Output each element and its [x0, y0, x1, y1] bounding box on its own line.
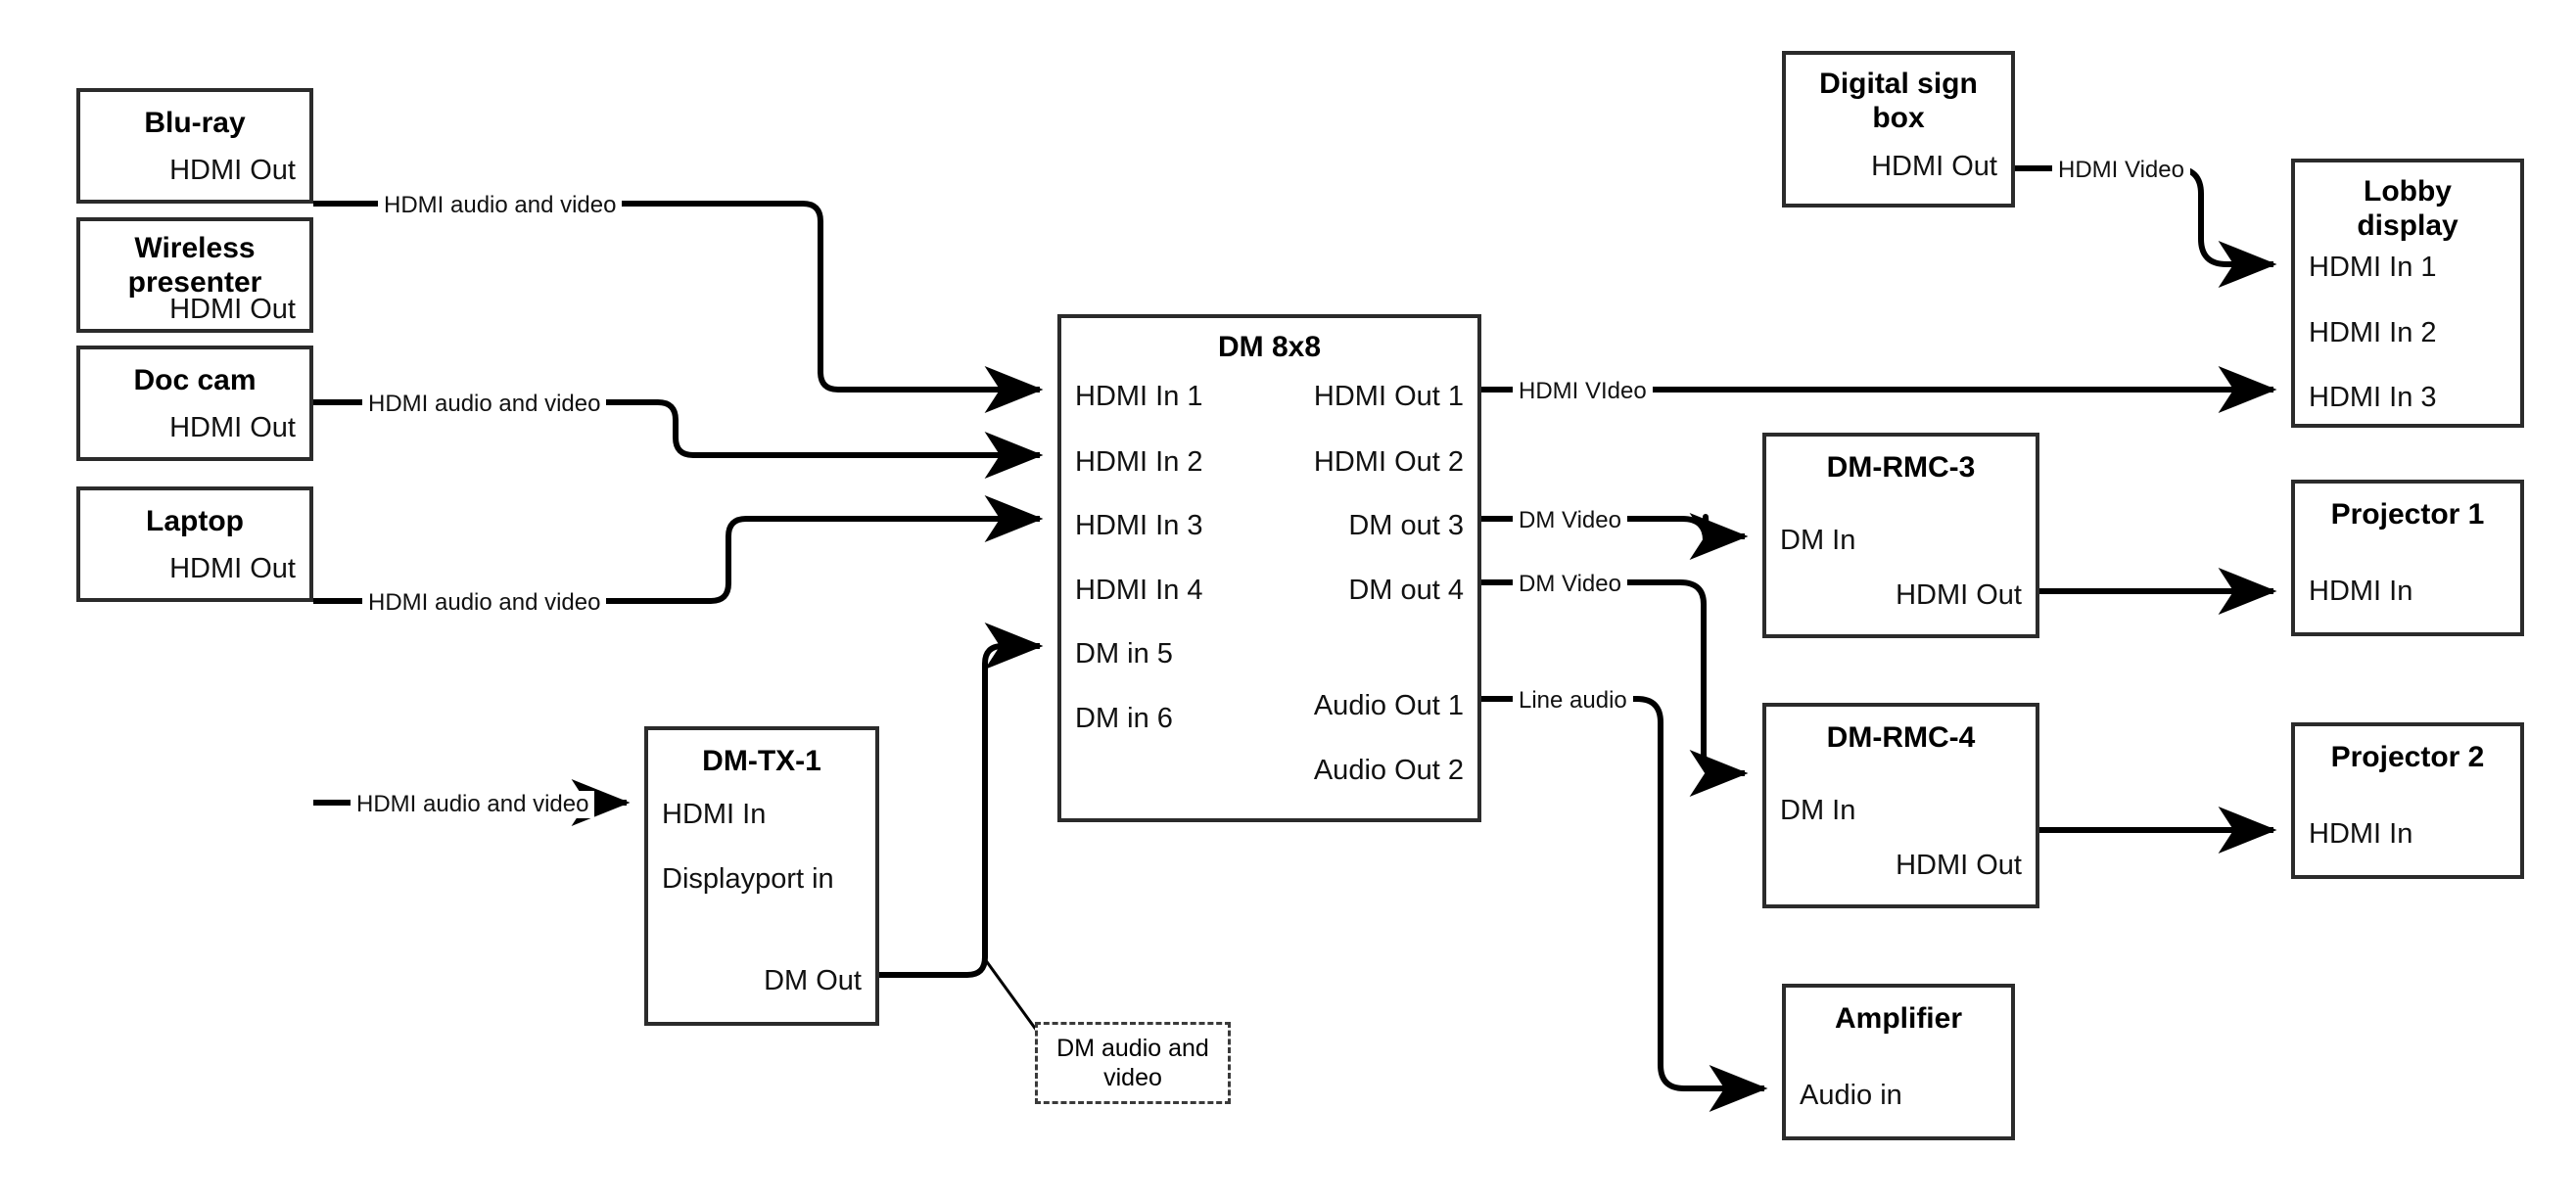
node-laptop-port-hdmi-out[interactable]: HDMI Out: [169, 553, 296, 584]
node-dm-8x8[interactable]: DM 8x8 HDMI In 1 HDMI In 2 HDMI In 3 HDM…: [1057, 314, 1481, 822]
node-amplifier-title: Amplifier: [1834, 1002, 1963, 1035]
node-dm-rmc-3-title: DM-RMC-3: [1826, 451, 1976, 484]
node-dm-8x8-port-dm-out-3[interactable]: DM out 3: [1348, 510, 1464, 541]
wire-label-laptop: HDMI audio and video: [351, 791, 595, 818]
node-laptop-title: Laptop: [146, 505, 244, 537]
node-dm-rmc-3[interactable]: DM-RMC-3 DM In HDMI Out: [1762, 433, 2039, 638]
node-dm-8x8-title: DM 8x8: [1217, 331, 1322, 363]
node-lobby-display-title: Lobby display: [2357, 175, 2459, 243]
node-wireless-presenter-port-hdmi-out[interactable]: HDMI Out: [169, 294, 296, 325]
node-dm-tx-1[interactable]: DM-TX-1 HDMI In Displayport in DM Out: [644, 726, 879, 1026]
wire-dmtx1-to-dm8x8: [879, 623, 1044, 978]
node-lobby-display-port-hdmi-in-2[interactable]: HDMI In 2: [2309, 317, 2437, 348]
node-amplifier[interactable]: Amplifier Audio in: [1782, 984, 2015, 1140]
wire-label-hdmi-out-1: HDMI VIdeo: [1513, 378, 1653, 405]
wire-label-wireless: HDMI audio and video: [362, 391, 607, 418]
node-bluray[interactable]: Blu-ray HDMI Out: [76, 88, 313, 204]
wire-label-digitalsign: HDMI Video: [2052, 157, 2190, 184]
node-dm-rmc-3-port-hdmi-out[interactable]: HDMI Out: [1896, 579, 2022, 611]
wire-note-leader: [983, 958, 1044, 1039]
node-wireless-presenter[interactable]: Wireless presenter HDMI Out: [76, 217, 313, 333]
node-digital-sign-box[interactable]: Digital sign box HDMI Out: [1782, 51, 2015, 208]
node-dm-8x8-port-hdmi-in-3[interactable]: HDMI In 3: [1075, 510, 1203, 541]
node-dm-8x8-port-hdmi-in-2[interactable]: HDMI In 2: [1075, 446, 1203, 478]
node-projector-1-title: Projector 1: [2330, 498, 2485, 531]
node-projector-1[interactable]: Projector 1 HDMI In: [2291, 480, 2524, 636]
node-laptop[interactable]: Laptop HDMI Out: [76, 486, 313, 602]
node-projector-1-port-hdmi-in[interactable]: HDMI In: [2309, 576, 2413, 607]
node-doc-cam[interactable]: Doc cam HDMI Out: [76, 346, 313, 461]
node-dm-tx-1-title: DM-TX-1: [702, 745, 821, 777]
wire-bluray-to-dm8x8: [313, 201, 1044, 413]
node-dm-tx-1-port-hdmi-in[interactable]: HDMI In: [662, 799, 767, 830]
node-dm-8x8-port-dm-in-5[interactable]: DM in 5: [1075, 638, 1173, 670]
node-bluray-port-hdmi-out[interactable]: HDMI Out: [169, 155, 296, 186]
node-doc-cam-title: Doc cam: [133, 364, 257, 396]
node-dm-tx-1-port-dm-out[interactable]: DM Out: [764, 965, 862, 996]
wire-label-dm-out-3: DM Video: [1513, 507, 1627, 534]
node-dm-8x8-port-hdmi-in-4[interactable]: HDMI In 4: [1075, 575, 1203, 606]
node-lobby-display-port-hdmi-in-3[interactable]: HDMI In 3: [2309, 382, 2437, 413]
wire-label-doccam: HDMI audio and video: [362, 589, 607, 617]
node-digital-sign-box-title: Digital sign box: [1819, 68, 1978, 135]
wire-label-audio-out-1: Line audio: [1513, 687, 1633, 715]
node-dm-8x8-port-dm-out-4[interactable]: DM out 4: [1348, 575, 1464, 606]
node-projector-2-title: Projector 2: [2330, 741, 2485, 773]
node-dm-rmc-4[interactable]: DM-RMC-4 DM In HDMI Out: [1762, 703, 2039, 908]
node-amplifier-port-audio-in[interactable]: Audio in: [1800, 1080, 1902, 1111]
node-bluray-title: Blu-ray: [144, 107, 246, 139]
node-dm-8x8-port-audio-out-2[interactable]: Audio Out 2: [1313, 755, 1464, 786]
node-wireless-presenter-title: Wireless presenter: [127, 232, 262, 300]
node-doc-cam-port-hdmi-out[interactable]: HDMI Out: [169, 412, 296, 443]
node-dm-rmc-4-port-dm-in[interactable]: DM In: [1780, 795, 1856, 826]
node-lobby-display-port-hdmi-in-1[interactable]: HDMI In 1: [2309, 252, 2437, 283]
node-dm-8x8-port-hdmi-out-2[interactable]: HDMI Out 2: [1313, 446, 1464, 478]
wire-dm8x8-to-dmrmc4: [1481, 579, 1749, 797]
node-digital-sign-box-port-hdmi-out[interactable]: HDMI Out: [1871, 151, 1997, 182]
node-dm-8x8-port-audio-out-1[interactable]: Audio Out 1: [1313, 690, 1464, 721]
node-dm-tx-1-port-displayport-in[interactable]: Displayport in: [662, 863, 834, 895]
node-dm-rmc-4-title: DM-RMC-4: [1826, 721, 1976, 754]
node-lobby-display[interactable]: Lobby display HDMI In 1 HDMI In 2 HDMI I…: [2291, 159, 2524, 428]
node-dm-rmc-3-port-dm-in[interactable]: DM In: [1780, 525, 1856, 556]
note-dm-audio-video: DM audio and video: [1035, 1022, 1231, 1104]
node-projector-2-port-hdmi-in[interactable]: HDMI In: [2309, 818, 2413, 850]
node-dm-8x8-port-hdmi-out-1[interactable]: HDMI Out 1: [1313, 381, 1464, 412]
node-projector-2[interactable]: Projector 2 HDMI In: [2291, 722, 2524, 879]
wire-label-bluray: HDMI audio and video: [378, 192, 623, 219]
node-dm-8x8-port-hdmi-in-1[interactable]: HDMI In 1: [1075, 381, 1203, 412]
node-dm-8x8-port-dm-in-6[interactable]: DM in 6: [1075, 703, 1173, 734]
wire-label-dm-out-4: DM Video: [1513, 571, 1627, 598]
wire-dm8x8-to-amplifier: [1481, 696, 1768, 1112]
node-dm-rmc-4-port-hdmi-out[interactable]: HDMI Out: [1896, 850, 2022, 881]
